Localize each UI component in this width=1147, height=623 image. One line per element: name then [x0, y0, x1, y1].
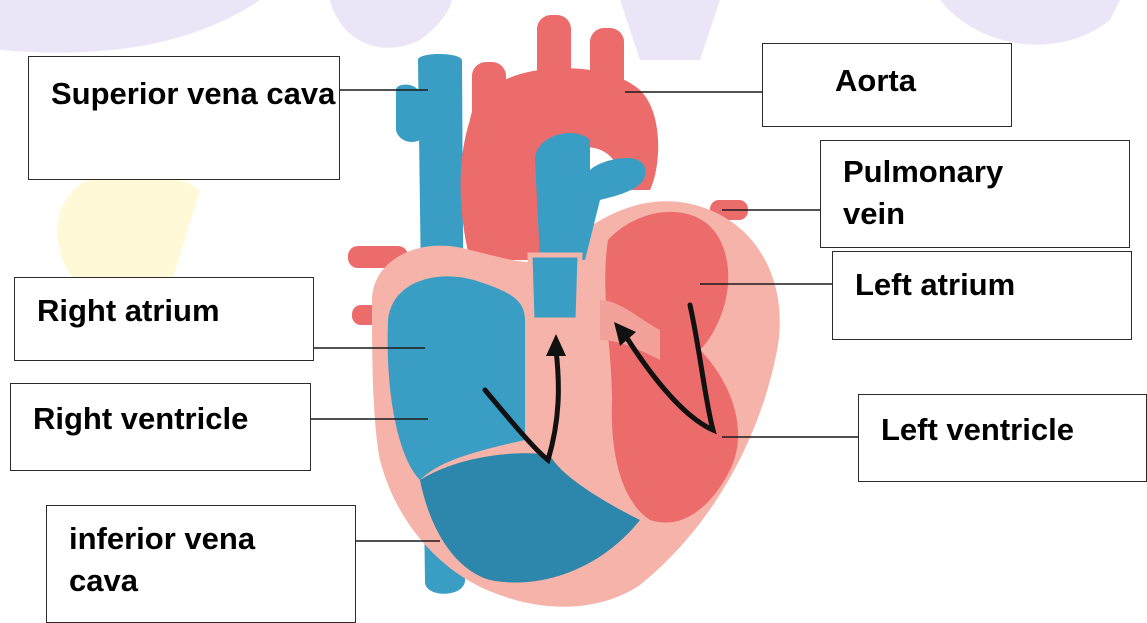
label-left-atrium: Left atrium: [832, 251, 1132, 340]
label-aorta: Aorta: [762, 43, 1012, 127]
label-right-atrium: Right atrium: [14, 277, 314, 361]
label-left-ventricle: Left ventricle: [858, 394, 1147, 482]
label-superior-vena-cava: Superior vena cava: [28, 56, 340, 180]
label-pulmonary-vein: Pulmonary vein: [820, 140, 1130, 248]
label-right-ventricle: Right ventricle: [10, 383, 311, 471]
label-inferior-vena-cava: inferior vena cava: [46, 505, 356, 623]
